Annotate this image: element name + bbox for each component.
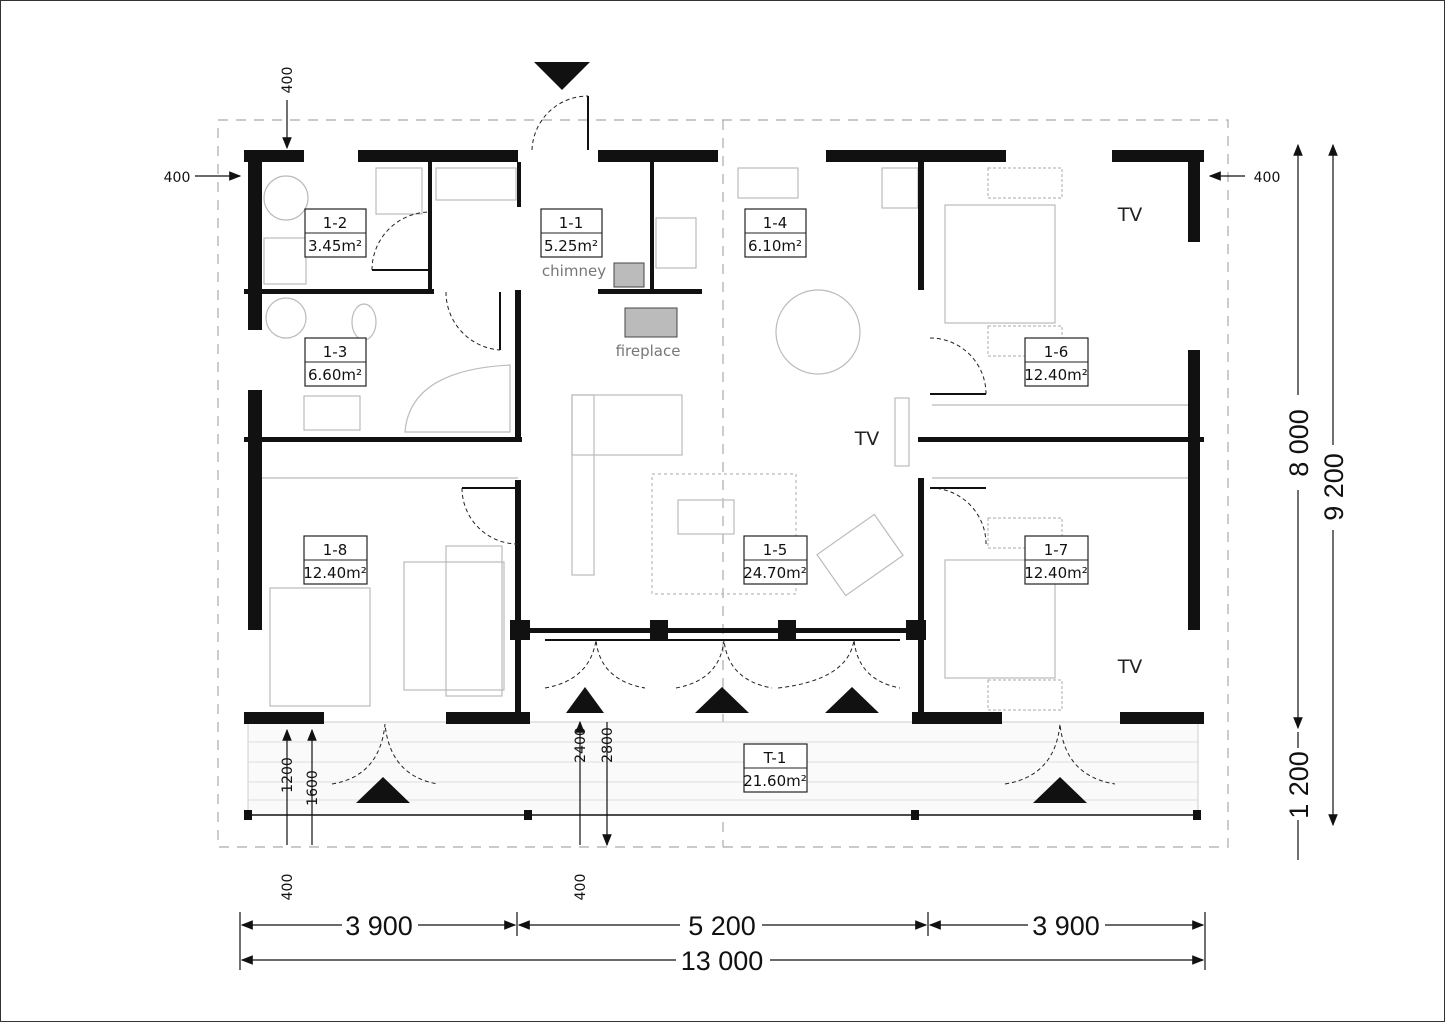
svg-text:3 900: 3 900 (345, 911, 413, 941)
svg-text:400: 400 (164, 170, 191, 186)
furniture (262, 167, 1188, 711)
svg-text:1-8: 1-8 (323, 541, 348, 559)
stove (655, 217, 697, 269)
svg-text:T-1: T-1 (763, 749, 787, 767)
entrance-arrow-icon (356, 777, 410, 803)
armchair (816, 513, 904, 597)
svg-text:12.40m²: 12.40m² (303, 564, 367, 582)
post (244, 810, 252, 820)
sink (737, 167, 799, 199)
svg-text:1-4: 1-4 (763, 214, 788, 232)
svg-text:1200: 1200 (280, 757, 296, 793)
entrance-arrow-icon (566, 687, 604, 713)
room-label-1-7: 1-7 12.40m² (1024, 535, 1089, 585)
sofa-bed (445, 545, 503, 697)
svg-text:6.10m²: 6.10m² (748, 237, 802, 255)
svg-text:24.70m²: 24.70m² (743, 564, 807, 582)
svg-text:6.60m²: 6.60m² (308, 366, 362, 384)
tv-stand (894, 397, 910, 467)
dining-table (775, 289, 861, 375)
room-labels: 1-23.45m² 1-15.25m² 1-46.10m² 1-36.60m² … (303, 208, 1089, 793)
entrance-arrow-icon (534, 62, 590, 90)
entrance-arrow-icon (825, 687, 879, 713)
svg-text:400: 400 (280, 67, 296, 94)
svg-text:1-2: 1-2 (323, 214, 348, 232)
svg-text:9 200: 9 200 (1319, 453, 1349, 521)
room-label-1-6: 1-6 12.40m² (1024, 337, 1089, 387)
desk (269, 587, 371, 707)
doors (331, 95, 1116, 785)
svg-text:1 200: 1 200 (1284, 751, 1314, 819)
bed (944, 204, 1056, 324)
room-label-1-1: 1-1 5.25m² (540, 208, 603, 258)
post (1193, 810, 1201, 820)
rug (651, 473, 797, 595)
post (524, 810, 532, 820)
tv-label: TV (1117, 656, 1143, 678)
svg-text:400: 400 (280, 874, 296, 901)
offset-dimensions: 400 400 400 1200 1600 2400 400 2800 (164, 67, 616, 901)
svg-text:400: 400 (573, 874, 589, 901)
svg-text:1-3: 1-3 (323, 343, 348, 361)
room-label-1-5: 1-5 24.70m² (743, 535, 808, 585)
post (911, 810, 919, 820)
svg-text:1-5: 1-5 (763, 541, 788, 559)
room-label-1-4: 1-4 6.10m² (744, 208, 807, 258)
svg-text:5 200: 5 200 (688, 911, 756, 941)
entrance-arrow-icon (695, 687, 749, 713)
room-label-t-1: T-1 21.60m² (743, 743, 808, 793)
fireplace-label: fireplace (616, 342, 681, 360)
svg-text:12.40m²: 12.40m² (1024, 366, 1088, 384)
svg-text:5.25m²: 5.25m² (544, 237, 598, 255)
bottom-dimensions: 3 900 5 200 3 900 13 000 (239, 911, 1206, 976)
tv-label: TV (1117, 204, 1143, 226)
svg-text:2800: 2800 (600, 727, 616, 763)
entrance-arrow-icon (1033, 777, 1087, 803)
svg-text:1-7: 1-7 (1044, 541, 1069, 559)
entrance-markers (356, 62, 1087, 803)
svg-text:13 000: 13 000 (681, 946, 764, 976)
room-label-1-2: 1-2 3.45m² (304, 208, 367, 258)
svg-text:2400: 2400 (573, 727, 589, 763)
bed (944, 559, 1056, 679)
svg-text:12.40m²: 12.40m² (1024, 564, 1088, 582)
fireplace-block (624, 307, 678, 338)
room-label-1-8: 1-8 12.40m² (303, 535, 368, 585)
svg-text:3 900: 3 900 (1032, 911, 1100, 941)
tv-label: TV (854, 428, 880, 450)
chimney-block (613, 262, 645, 288)
walls (244, 150, 1204, 724)
terrace (244, 721, 1201, 820)
svg-text:400: 400 (1254, 170, 1281, 186)
svg-text:8 000: 8 000 (1284, 409, 1314, 477)
svg-text:1-1: 1-1 (559, 214, 584, 232)
svg-text:21.60m²: 21.60m² (743, 772, 807, 790)
svg-text:3.45m²: 3.45m² (308, 237, 362, 255)
sofa (571, 394, 683, 456)
svg-text:1-6: 1-6 (1044, 343, 1069, 361)
right-dimensions: 8 000 1 200 9 200 400 (1208, 143, 1349, 860)
chimney-label: chimney (542, 262, 606, 280)
room-label-1-3: 1-3 6.60m² (304, 337, 367, 387)
svg-text:1600: 1600 (305, 770, 321, 806)
